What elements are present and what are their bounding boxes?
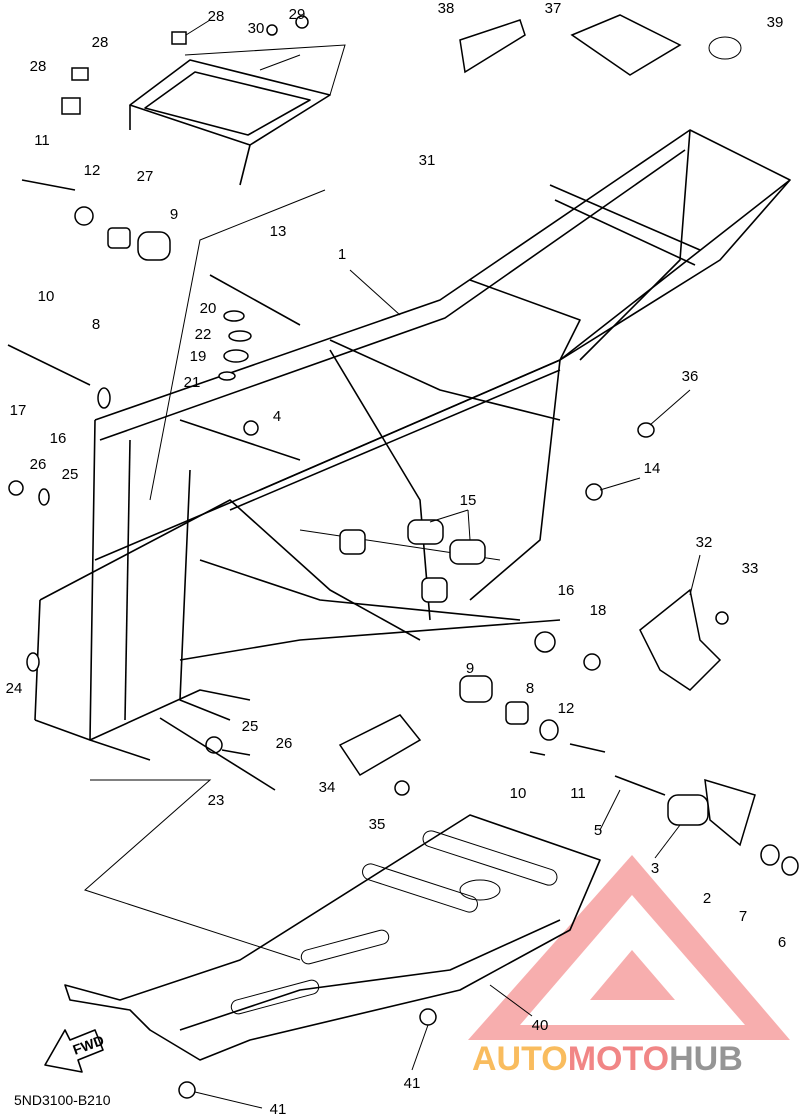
callout: 39 xyxy=(767,14,784,31)
callout: 32 xyxy=(696,534,713,551)
callout: 3 xyxy=(651,860,659,877)
callout: 28 xyxy=(92,34,109,51)
callout: 9 xyxy=(170,206,178,223)
watermark-auto: AUTO xyxy=(472,1040,568,1078)
skid-plate-40 xyxy=(64,814,601,1061)
callout: 23 xyxy=(208,792,225,809)
callout: 19 xyxy=(190,348,207,365)
callout: 12 xyxy=(558,700,575,717)
callout: 1 xyxy=(338,246,346,263)
callout: 27 xyxy=(137,168,154,185)
callout: 30 xyxy=(248,20,265,37)
watermark-moto: MOTO xyxy=(568,1040,669,1078)
callout: 8 xyxy=(526,680,534,697)
callout: 11 xyxy=(570,785,586,802)
fwd-arrow: FWD xyxy=(44,1029,106,1073)
callout: 37 xyxy=(545,0,562,17)
callout: 8 xyxy=(92,316,100,333)
callout: 13 xyxy=(270,223,287,240)
callout: 12 xyxy=(84,162,101,179)
small-parts xyxy=(7,14,799,1099)
callout: 4 xyxy=(273,408,281,425)
callout: 22 xyxy=(195,326,212,343)
callout: 35 xyxy=(369,816,386,833)
callout: 18 xyxy=(590,602,607,619)
callout: 31 xyxy=(419,152,436,169)
callout: 2 xyxy=(703,890,711,907)
main-frame-1 xyxy=(34,129,791,761)
callout: 29 xyxy=(289,6,306,23)
callout: 20 xyxy=(200,300,217,317)
callout: 9 xyxy=(466,660,474,677)
callout: 11 xyxy=(34,132,50,149)
watermark-text: AUTOMOTOHUB xyxy=(472,1040,743,1078)
callout: 28 xyxy=(208,8,225,25)
callout: 17 xyxy=(10,402,27,419)
seat-bracket-27 xyxy=(129,44,346,186)
callout: 14 xyxy=(644,460,661,477)
callout: 26 xyxy=(30,456,47,473)
callout: 21 xyxy=(184,374,201,391)
callout: 25 xyxy=(62,466,79,483)
fwd-label: FWD xyxy=(71,1032,106,1058)
callout: 36 xyxy=(682,368,699,385)
watermark-logo xyxy=(468,855,790,1040)
callout: 26 xyxy=(276,735,293,752)
callout: 33 xyxy=(742,560,759,577)
callout: 6 xyxy=(778,934,786,951)
callout: 16 xyxy=(558,582,575,599)
callout: 40 xyxy=(532,1017,549,1034)
callout: 25 xyxy=(242,718,259,735)
callout: 28 xyxy=(30,58,47,75)
callout: 10 xyxy=(510,785,527,802)
callout: 41 xyxy=(404,1075,421,1092)
callout: 38 xyxy=(438,0,455,17)
leader-lines xyxy=(84,19,701,1109)
callout: 34 xyxy=(319,779,336,796)
diagram-code: 5ND3100-B210 xyxy=(14,1092,111,1108)
callout: 41 xyxy=(270,1101,287,1116)
callout: 24 xyxy=(6,680,23,697)
watermark-hub: HUB xyxy=(669,1040,743,1078)
callout: 16 xyxy=(50,430,67,447)
callout: 7 xyxy=(739,908,747,925)
callout: 10 xyxy=(38,288,55,305)
callout-labels: 28 30 29 38 37 39 28 28 11 12 9 27 31 13… xyxy=(6,0,787,1116)
callout: 5 xyxy=(594,822,602,839)
callout: 15 xyxy=(460,492,477,509)
